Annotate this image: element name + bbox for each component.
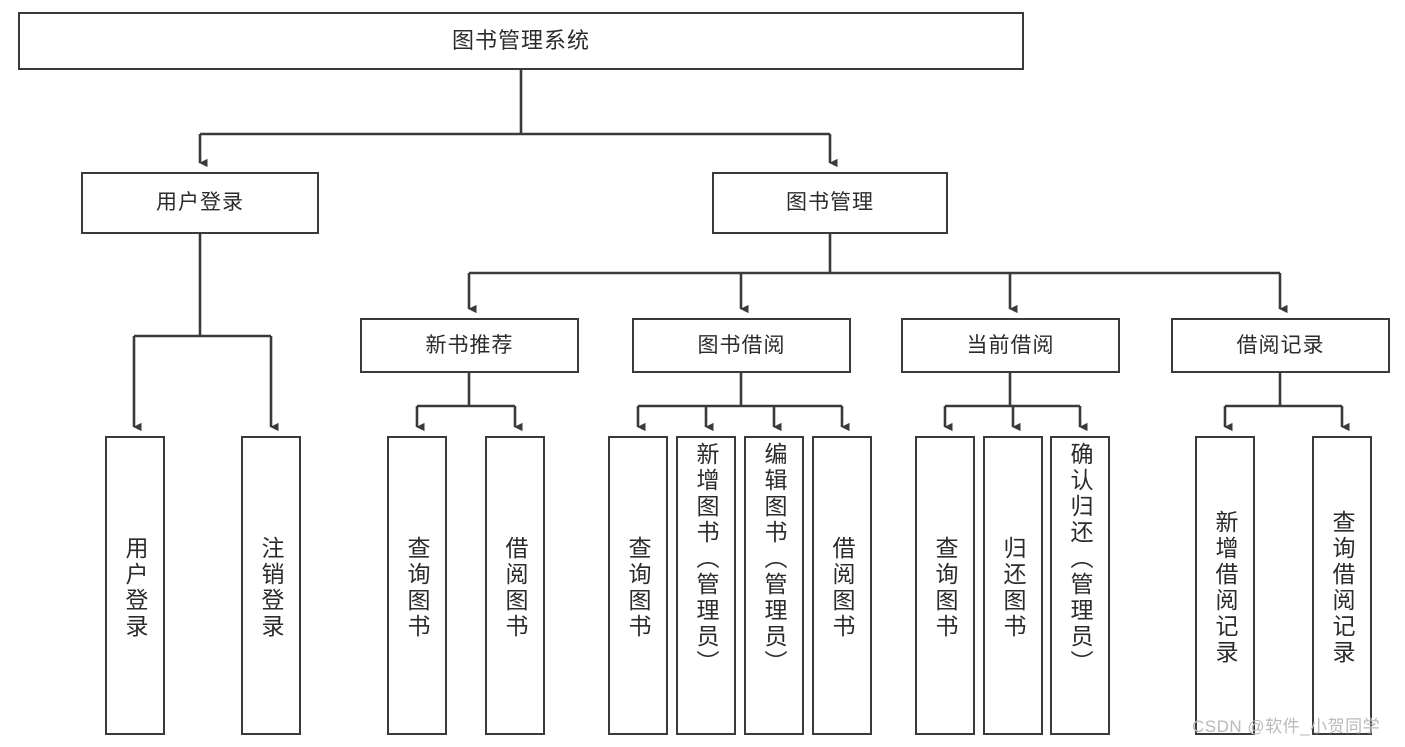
node-label: 查询图书 xyxy=(404,535,431,640)
node-leaf-user-login[interactable]: 用户登录 xyxy=(105,436,165,735)
node-label: 新增借阅记录 xyxy=(1212,509,1239,666)
node-current-borrow[interactable]: 当前借阅 xyxy=(901,318,1120,373)
node-label: 归还图书 xyxy=(1000,535,1027,640)
node-label: 注销登录 xyxy=(258,535,285,640)
node-leaf-query-borrow-record[interactable]: 查询借阅记录 xyxy=(1312,436,1372,735)
node-leaf-add-book-admin[interactable]: 新增图书（管理员） xyxy=(676,436,736,735)
watermark: CSDN @软件_小贺同学 xyxy=(1192,717,1381,736)
node-leaf-borrow-book-recommend[interactable]: 借阅图书 xyxy=(485,436,545,735)
node-book-management[interactable]: 图书管理 xyxy=(712,172,948,234)
node-label: 查询借阅记录 xyxy=(1329,509,1356,666)
node-leaf-confirm-return-admin[interactable]: 确认归还（管理员） xyxy=(1050,436,1110,735)
node-borrow-record[interactable]: 借阅记录 xyxy=(1171,318,1390,373)
node-label: 确认归还（管理员） xyxy=(1067,442,1094,676)
node-leaf-borrow-book[interactable]: 借阅图书 xyxy=(812,436,872,735)
node-leaf-query-book-borrow[interactable]: 查询图书 xyxy=(608,436,668,735)
node-user-login[interactable]: 用户登录 xyxy=(81,172,319,234)
node-label: 新增图书（管理员） xyxy=(693,442,720,676)
node-book-borrow[interactable]: 图书借阅 xyxy=(632,318,851,373)
node-leaf-query-book-recommend[interactable]: 查询图书 xyxy=(387,436,447,735)
node-label: 查询图书 xyxy=(932,535,959,640)
node-leaf-logout-login[interactable]: 注销登录 xyxy=(241,436,301,735)
node-root-book-management-system[interactable]: 图书管理系统 xyxy=(18,12,1024,70)
node-leaf-return-book[interactable]: 归还图书 xyxy=(983,436,1043,735)
node-leaf-add-borrow-record[interactable]: 新增借阅记录 xyxy=(1195,436,1255,735)
node-leaf-edit-book-admin[interactable]: 编辑图书（管理员） xyxy=(744,436,804,735)
node-label: 用户登录 xyxy=(122,535,149,640)
node-label: 编辑图书（管理员） xyxy=(761,442,788,676)
node-new-book-recommend[interactable]: 新书推荐 xyxy=(360,318,579,373)
node-label: 查询图书 xyxy=(625,535,652,640)
node-label: 借阅图书 xyxy=(829,535,856,640)
node-label: 借阅图书 xyxy=(502,535,529,640)
node-leaf-query-book-current[interactable]: 查询图书 xyxy=(915,436,975,735)
